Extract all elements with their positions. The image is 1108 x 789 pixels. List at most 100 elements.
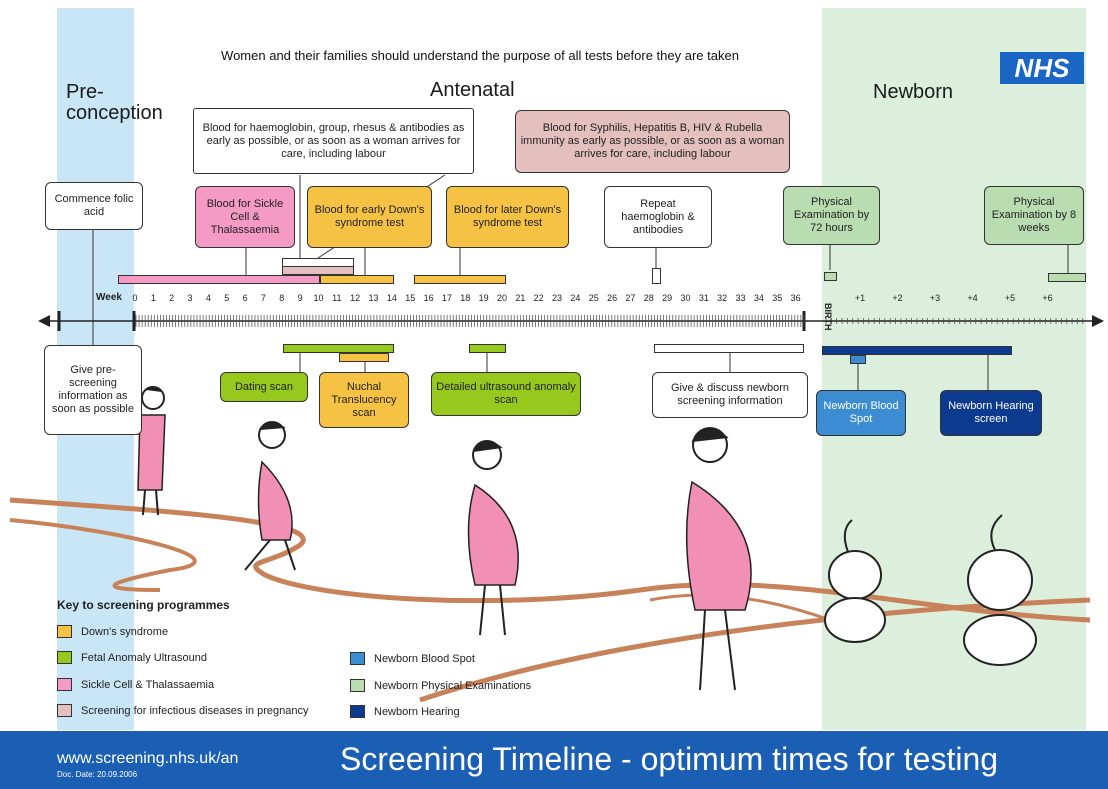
physical-exam-72h-bar (824, 272, 837, 281)
key-item-downs: Down's syndrome (57, 625, 168, 638)
nhs-logo: NHS (1000, 52, 1084, 84)
antenatal-label: Antenatal (430, 79, 515, 101)
blood-spot-box: Newborn Blood Spot (816, 390, 906, 436)
week-number: 0 (132, 293, 138, 303)
week-number: 13 (368, 293, 379, 303)
early-downs-box: Blood for early Down's syndrome test (307, 186, 432, 248)
week-number: 20 (496, 293, 507, 303)
later-downs-box: Blood for later Down's syndrome test (446, 186, 569, 248)
birth-label: BIRTH (823, 303, 833, 331)
week-number: 3 (187, 293, 193, 303)
week-number: 29 (662, 293, 673, 303)
key-swatch (57, 704, 72, 717)
key-item-infectious: Screening for infectious diseases in pre… (57, 704, 308, 717)
week-number: 5 (224, 293, 230, 303)
woman-figure-4 (685, 427, 752, 691)
footer-url[interactable]: www.screening.nhs.uk/an (57, 750, 239, 767)
hearing-box: Newborn Hearing screen (940, 390, 1042, 436)
week-number: 25 (588, 293, 599, 303)
newborn-week-number: +3 (929, 293, 941, 303)
week-number: 6 (242, 293, 248, 303)
key-label: Newborn Blood Spot (374, 652, 475, 665)
nuchal-box: Nuchal Translucency scan (319, 372, 409, 428)
week-number: 24 (570, 293, 581, 303)
week-number: 8 (279, 293, 285, 303)
key-item-blood-spot: Newborn Blood Spot (350, 652, 475, 665)
key-label: Down's syndrome (81, 625, 169, 638)
week-number: 33 (735, 293, 746, 303)
haemoglobin-bar (282, 258, 354, 267)
woman-figure-1 (137, 386, 166, 516)
footer-bar (0, 731, 1108, 789)
week-number: 16 (423, 293, 434, 303)
physical-exam-8w-box: Physical Examination by 8 weeks (984, 186, 1084, 245)
anomaly-scan-bar (469, 344, 506, 353)
week-number: 30 (680, 293, 691, 303)
key-swatch (57, 678, 72, 691)
week-number: 10 (313, 293, 324, 303)
key-label: Screening for infectious diseases in pre… (81, 704, 309, 717)
week-number: 18 (460, 293, 471, 303)
blood-spot-bar (850, 355, 866, 364)
week-number: 12 (350, 293, 361, 303)
anomaly-scan-box: Detailed ultrasound anomaly scan (431, 372, 581, 416)
key-label: Newborn Hearing (374, 705, 460, 718)
newborn-week-number: +6 (1042, 293, 1053, 303)
week-number: 34 (753, 293, 764, 303)
folic-acid-box: Commence folic acid (45, 182, 143, 230)
key-item-sickle-cell: Sickle Cell & Thalassaemia (57, 678, 214, 691)
key-label: Newborn Physical Examinations (374, 679, 532, 692)
key-item-fetal-anomaly: Fetal Anomaly Ultrasound (57, 651, 207, 664)
week-number: 31 (698, 293, 709, 303)
prescreening-box: Give pre-screening information as soon a… (44, 345, 142, 435)
dating-scan-box: Dating scan (220, 372, 308, 402)
key-swatch (57, 625, 72, 638)
baby-figure-1 (824, 519, 886, 643)
key-title: Key to screening programmes (57, 598, 230, 612)
week-number: 4 (205, 293, 211, 303)
week-number: 2 (169, 293, 175, 303)
week-number: 14 (386, 293, 397, 303)
week-number: 35 (772, 293, 783, 303)
week-number: 22 (533, 293, 544, 303)
week-number: 32 (717, 293, 728, 303)
newborn-hearing-bar (822, 346, 1012, 355)
key-label: Fetal Anomaly Ultrasound (81, 651, 207, 664)
week-number: 27 (625, 293, 636, 303)
nuchal-bar (339, 353, 389, 362)
footer-title: Screening Timeline - optimum times for t… (340, 741, 999, 777)
physical-exam-8w-bar (1048, 273, 1086, 282)
week-number: 17 (441, 293, 452, 303)
infections-bar (282, 266, 354, 275)
infections-box: Blood for Syphilis, Hepatitis B, HIV & R… (515, 110, 790, 173)
key-label: Sickle Cell & Thalassaemia (81, 678, 215, 691)
newborn-label: Newborn (873, 81, 954, 103)
week-number: 19 (478, 293, 489, 303)
baby-figure-2 (963, 514, 1037, 666)
footer-date: Doc. Date: 20.09.2006 (57, 770, 138, 779)
key-swatch (350, 679, 365, 692)
key-swatch (57, 651, 72, 664)
timeline-axis (38, 311, 1104, 331)
week-number: 15 (405, 293, 416, 303)
week-number: 28 (643, 293, 654, 303)
physical-exam-72h-box: Physical Examination by 72 hours (783, 186, 880, 245)
newborn-info-bar (654, 344, 804, 353)
sickle-cell-box: Blood for Sickle Cell & Thalassaemia (195, 186, 295, 248)
later-downs-bar (414, 275, 506, 284)
early-downs-bar (320, 275, 394, 284)
dating-scan-bar (283, 344, 394, 353)
key-swatch (350, 652, 365, 665)
newborn-week-number: +1 (854, 293, 866, 303)
newborn-week-number: +4 (967, 293, 978, 303)
week-number: 21 (515, 293, 526, 303)
newborn-week-number: +2 (892, 293, 903, 303)
week-number: 1 (150, 293, 156, 303)
week-number: 11 (332, 293, 342, 303)
preconception-label: Pre- conception (66, 81, 163, 124)
newborn-info-box: Give & discuss newborn screening informa… (652, 372, 808, 418)
haemoglobin-box: Blood for haemoglobin, group, rhesus & a… (193, 108, 474, 174)
week-number: 7 (260, 293, 266, 303)
newborn-week-number: +5 (1004, 293, 1016, 303)
